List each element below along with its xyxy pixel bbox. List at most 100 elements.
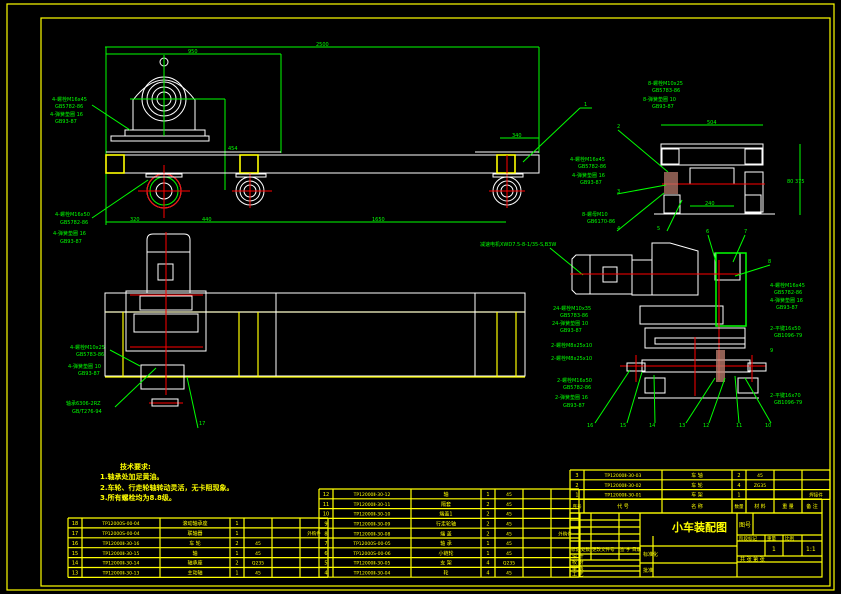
bom-left-row-note: 外购件	[307, 530, 321, 537]
svg-text:GB93-87: GB93-87	[560, 328, 582, 334]
bom-left-row-no: 16	[72, 541, 78, 547]
svg-text:375: 375	[795, 179, 805, 185]
top-view: 2500 950 340 320 440 1650 454	[91, 42, 592, 225]
bom-header-name: 名 称	[691, 503, 703, 510]
svg-text:工 艺: 工 艺	[572, 572, 584, 578]
svg-text:80: 80	[787, 179, 793, 185]
plan-view: 17	[104, 232, 526, 429]
svg-text:阶段标记: 阶段标记	[739, 535, 757, 542]
dim-950: 950	[188, 49, 198, 55]
bom-left-row-qty: 1	[235, 571, 238, 577]
bom-mid-row-name: 轴	[443, 491, 448, 498]
bom-mid-row-qty: 2	[486, 531, 489, 537]
callout-front-right-3: 2-平键16x70 GB1096-79	[770, 392, 802, 406]
bom-mid-row-material: 45	[506, 492, 512, 498]
svg-text:轴承6306-2RZ: 轴承6306-2RZ	[66, 400, 101, 407]
bom-mid-row-note: 外购件	[558, 530, 572, 537]
bom-header-code: 代 号	[617, 503, 629, 510]
svg-text:校 对: 校 对	[572, 559, 584, 566]
svg-text:GB5782-86: GB5782-86	[55, 104, 83, 110]
svg-text:GB1096-79: GB1096-79	[774, 333, 802, 339]
bom-left-row-qty: 1	[235, 531, 238, 537]
bom-left-row-name: 车 轮	[189, 540, 201, 547]
bom-right-row-no: 2	[575, 483, 578, 489]
svg-text:2-平键16x70: 2-平键16x70	[770, 392, 801, 399]
bom-right-row-no: 1	[575, 493, 578, 499]
svg-text:审 核: 审 核	[572, 565, 584, 572]
callout-front-left-1: 24-螺栓M10x35 GB5783-86 24-弹簧垫圈 10 GB93-87	[552, 305, 591, 334]
bom-left-row-name: 主动轴	[187, 570, 202, 577]
svg-text:2-螺栓M16x50: 2-螺栓M16x50	[557, 377, 592, 384]
bom-left-row-qty: 1	[235, 551, 238, 557]
tech-req-item: 2.车轮、行走轮轴转动灵活，无卡阻现象。	[100, 483, 234, 492]
svg-text:240: 240	[705, 201, 715, 207]
bom-header-qty: 数量	[735, 503, 744, 510]
bom-right-row-no: 3	[575, 473, 578, 479]
bom-mid-row-material: 45	[506, 521, 512, 527]
svg-text:4-弹簧垫圈 10: 4-弹簧垫圈 10	[68, 363, 101, 370]
svg-text:GB5782-86: GB5782-86	[578, 164, 606, 170]
bom-left-row-qty: 2	[235, 541, 238, 547]
svg-text:4-弹簧垫圈 16: 4-弹簧垫圈 16	[50, 111, 83, 118]
bom-mid-row-no: 11	[323, 502, 329, 508]
bom-mid-row-code: TP12000Ⅱ-30-10	[353, 512, 391, 518]
bom-left-row-code: TP12000Ⅱ-30-16	[102, 541, 140, 547]
bom-right-row-material: ZG35	[754, 483, 766, 489]
tech-req-heading: 技术要求:	[120, 462, 151, 471]
callout-front-right-1: 4-螺栓M16x45 GB5782-86 4-弹簧垫圈 16 GB93-87	[770, 282, 805, 311]
callout-side-left-2: 8-螺母M10 GB6170-86	[582, 211, 615, 225]
bom-mid-row-code: TP12000Ⅱ-30-11	[353, 502, 391, 508]
technical-requirements: 技术要求: 1.轴承处加足黄油。 2.车轮、行走轮轴转动灵活，无卡阻现象。 3.…	[100, 462, 234, 502]
svg-text:4-弹簧垫圈 16: 4-弹簧垫圈 16	[572, 172, 605, 179]
svg-text:设 计: 设 计	[572, 553, 584, 560]
bom-left-row-name: 滚动轴承座	[182, 520, 207, 527]
bom-header-material: 材 料	[754, 503, 766, 510]
bom-left-row-material: 45	[255, 541, 261, 547]
bom-left-row-name: 联轴器	[187, 530, 202, 537]
drawing-no-label: 图号	[739, 522, 751, 529]
bom-mid-row-name: 轮	[443, 569, 448, 576]
bom-left-row-no: 17	[72, 531, 78, 537]
dim-340: 340	[512, 133, 522, 139]
bom-mid-row-name: 行走轮轴	[436, 520, 456, 527]
svg-text:处数: 处数	[581, 546, 590, 553]
bom-mid-row-code: TP12000S-00-06	[352, 551, 390, 557]
bom-mid-row-code: TP12000S-00-05	[352, 541, 390, 547]
bom-right-row-name: 车 轴	[691, 472, 703, 479]
svg-text:GB/T276-94: GB/T276-94	[72, 409, 102, 415]
svg-text:GB93-87: GB93-87	[78, 371, 100, 377]
svg-text:24-螺栓M10x35: 24-螺栓M10x35	[553, 305, 591, 312]
svg-text:24-弹簧垫圈 10: 24-弹簧垫圈 10	[552, 320, 588, 327]
callout-top-left-1: 4-螺栓M16x45 GB5782-86 4-弹簧垫圈 16 GB93-87	[50, 96, 87, 125]
bom-left-row-code: TP12000S-00-04	[101, 531, 139, 537]
svg-text:GB5782-86: GB5782-86	[60, 220, 88, 226]
svg-text:GB93-87: GB93-87	[776, 305, 798, 311]
svg-text:2-弹簧垫圈 16: 2-弹簧垫圈 16	[555, 394, 588, 401]
svg-text:GB1096-79: GB1096-79	[774, 400, 802, 406]
bom-right-row-qty: 2	[737, 473, 740, 479]
bom-left-row-name: 轴	[192, 550, 197, 557]
svg-text:4-螺栓M16x45: 4-螺栓M16x45	[52, 96, 87, 103]
bom-left-row-code: TP12000Ⅱ-30-15	[102, 551, 140, 557]
svg-text:7: 7	[744, 229, 747, 235]
svg-text:11: 11	[736, 423, 742, 429]
bom-mid-row-code: TP12000Ⅱ-30-04	[353, 570, 391, 576]
bom-header-weight: 重 量	[782, 503, 794, 510]
svg-text:GB93-87: GB93-87	[563, 403, 585, 409]
callout-front-left-2: 2-螺栓M8x25x10	[551, 342, 592, 349]
bom-right-row-name: 车 轮	[691, 482, 703, 489]
bom-header-no: 序号	[573, 503, 582, 510]
bom-header-note: 备 注	[806, 503, 818, 510]
svg-text:4-弹簧垫圈 16: 4-弹簧垫圈 16	[770, 297, 803, 304]
svg-text:比例: 比例	[785, 535, 794, 542]
bom-mid-row-material: 45	[506, 512, 512, 518]
svg-text:8-螺母M10: 8-螺母M10	[582, 211, 608, 218]
callout-side-top: 8-螺栓M10x25 GB5783-86 8-弹簧垫圈 10 GB93-87	[643, 80, 683, 110]
callout-top-left-2: 4-螺栓M16x50 GB5782-86 4-弹簧垫圈 16 GB93-87	[53, 211, 90, 245]
bom-mid-row-no: 10	[323, 512, 329, 518]
bom-left-row-material: 45	[255, 551, 261, 557]
svg-text:8-弹簧垫圈 10: 8-弹簧垫圈 10	[643, 96, 676, 103]
svg-text:重量: 重量	[767, 535, 776, 542]
